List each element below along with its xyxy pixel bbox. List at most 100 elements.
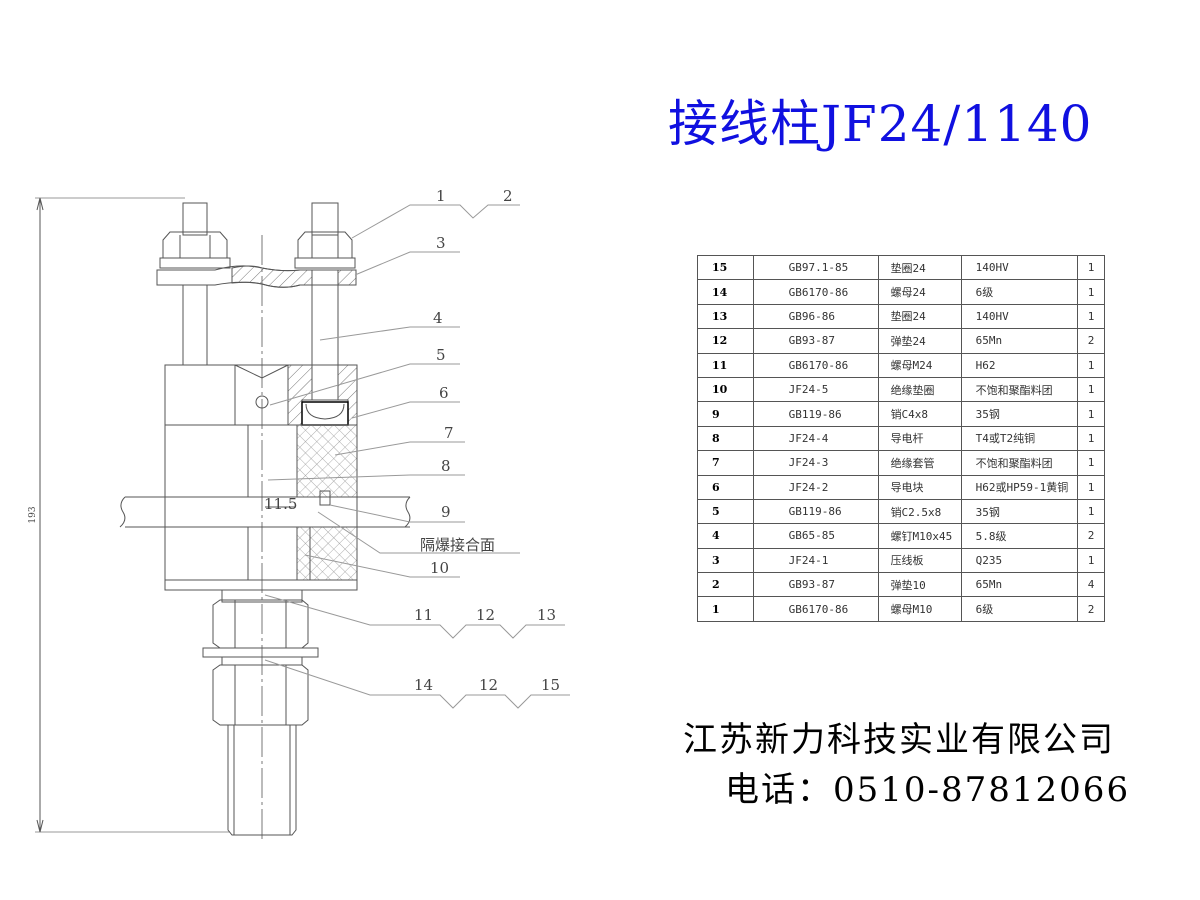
- cell-no: 10: [697, 376, 754, 403]
- cell-material: T4或T2纯铜: [960, 425, 1079, 452]
- cell-no: 11: [697, 352, 754, 378]
- cell-material: H62: [960, 352, 1079, 378]
- cell-no: 5: [697, 498, 754, 525]
- cell-no: 13: [697, 303, 754, 330]
- cell-code: GB93-87: [752, 572, 879, 598]
- dimension-gap-label: 11.5: [264, 495, 297, 513]
- cell-material: 6级: [960, 596, 1079, 622]
- cell-material: 140HV: [960, 303, 1079, 330]
- cell-qty: 1: [1077, 401, 1105, 427]
- cell-no: 12: [697, 328, 754, 354]
- cell-qty: 2: [1077, 523, 1105, 549]
- cell-no: 9: [697, 401, 754, 427]
- cell-name: 绝缘套管: [877, 450, 962, 476]
- cell-qty: 1: [1077, 425, 1105, 452]
- callout-4: 4: [433, 309, 443, 327]
- cell-code: JF24-2: [752, 474, 879, 500]
- cell-name: 销C2.5x8: [877, 498, 962, 525]
- cell-name: 螺钉M10x45: [877, 523, 962, 549]
- cell-name: 垫圈24: [877, 303, 962, 330]
- cell-name: 垫圈24: [877, 254, 962, 281]
- cell-material: Q235: [960, 547, 1079, 574]
- cell-material: 不饱和聚酯料团: [960, 450, 1079, 476]
- callout-numbers: 1 2 3 4 5 6 7 8 9 10 11 12 13 14 12 15: [414, 187, 560, 694]
- cell-material: 65Mn: [960, 328, 1079, 354]
- terminal-post-drawing: 193 11.5 隔爆接合面 1 2 3 4 5 6 7 8 9 10 11 1…: [28, 187, 570, 840]
- cell-code: JF24-3: [752, 450, 879, 476]
- callout-6: 6: [439, 384, 449, 402]
- callout-13: 13: [537, 606, 556, 624]
- cell-code: GB96-86: [752, 303, 879, 330]
- company-phone: 电话：0510-87812066: [725, 770, 1131, 810]
- cell-code: GB65-85: [752, 523, 879, 549]
- cell-name: 弹垫24: [877, 328, 962, 354]
- callout-12-lower: 12: [479, 676, 498, 694]
- cell-no: 15: [697, 254, 754, 281]
- conductive-block: [164, 364, 358, 426]
- company-name: 江苏新力科技实业有限公司: [683, 720, 1115, 760]
- cell-no: 14: [697, 279, 754, 305]
- cell-material: 6级: [960, 279, 1079, 305]
- callout-leaders: [264, 204, 570, 709]
- enclosure-wall: [119, 496, 411, 528]
- callout-14: 14: [414, 676, 433, 694]
- cell-qty: 4: [1077, 572, 1105, 598]
- cell-qty: 1: [1077, 279, 1105, 305]
- cell-no: 2: [697, 572, 754, 598]
- cell-no: 3: [697, 547, 754, 574]
- cell-code: GB6170-86: [752, 279, 879, 305]
- callout-3: 3: [436, 234, 446, 252]
- cell-name: 销C4x8: [877, 401, 962, 427]
- cell-name: 弹垫10: [877, 572, 962, 598]
- cell-code: GB97.1-85: [752, 254, 879, 281]
- cell-qty: 1: [1077, 254, 1105, 281]
- callout-5: 5: [436, 346, 446, 364]
- cell-qty: 1: [1077, 474, 1105, 500]
- cell-material: 35钢: [960, 401, 1079, 427]
- cell-material: 65Mn: [960, 572, 1079, 598]
- cell-code: GB93-87: [752, 328, 879, 354]
- lower-nut-assembly: [202, 589, 319, 836]
- dimension-overall-label: 193: [28, 506, 38, 523]
- insulating-bushing: [164, 424, 358, 591]
- callout-8: 8: [441, 457, 451, 475]
- cell-qty: 1: [1077, 450, 1105, 476]
- callout-7: 7: [444, 424, 454, 442]
- cell-name: 螺母M24: [877, 352, 962, 378]
- callout-1: 1: [436, 187, 446, 205]
- cell-qty: 1: [1077, 547, 1105, 574]
- cell-code: GB6170-86: [752, 352, 879, 378]
- callout-11: 11: [414, 606, 433, 624]
- cell-code: JF24-1: [752, 547, 879, 574]
- cell-no: 7: [697, 450, 754, 476]
- cell-name: 导电块: [877, 474, 962, 500]
- cell-qty: 2: [1077, 596, 1105, 622]
- cell-name: 压线板: [877, 547, 962, 574]
- cell-material: 不饱和聚酯料团: [960, 376, 1079, 403]
- cell-name: 导电杆: [877, 425, 962, 452]
- cell-no: 1: [697, 596, 754, 622]
- cell-code: JF24-4: [752, 425, 879, 452]
- cell-name: 螺母M10: [877, 596, 962, 622]
- cell-qty: 1: [1077, 352, 1105, 378]
- flameproof-joint-label: 隔爆接合面: [420, 536, 495, 554]
- cell-code: JF24-5: [752, 376, 879, 403]
- callout-15: 15: [541, 676, 560, 694]
- cell-no: 6: [697, 474, 754, 500]
